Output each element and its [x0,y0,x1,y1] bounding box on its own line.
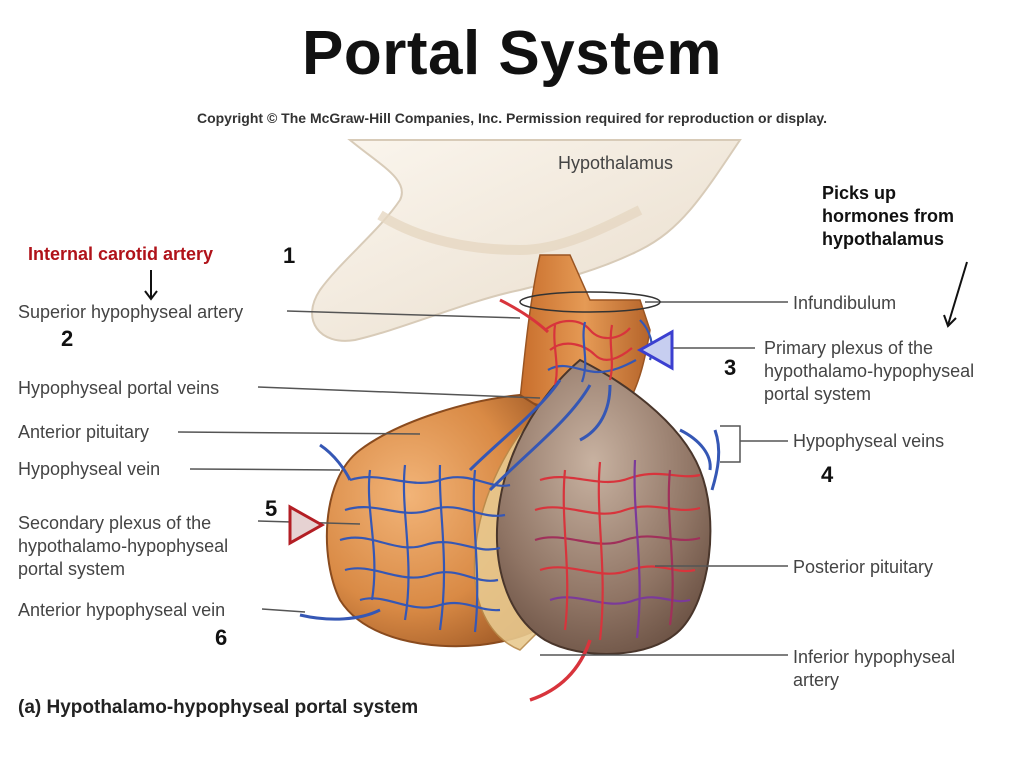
label-secondary-plexus: Secondary plexus of the hypothalamo-hypo… [18,513,229,579]
leader-lines [177,301,788,656]
label-posterior-pituitary: Posterior pituitary [793,557,934,577]
label-anterior-pituitary: Anterior pituitary [18,422,150,442]
hypothalamus-tissue [311,139,742,342]
label-inferior-hypophyseal-artery: Inferior hypophyseal artery [793,647,956,690]
secondary-plexus-marker [288,504,326,546]
label-hypophyseal-portal-veins: Hypophyseal portal veins [18,378,220,398]
label-anterior-hypophyseal-vein: Anterior hypophyseal vein [18,600,226,620]
number-2: 2 [61,326,74,351]
primary-plexus-marker [636,329,674,371]
number-5: 5 [265,496,278,521]
label-hypothalamus: Hypothalamus [558,153,674,173]
label-hypophyseal-veins: Hypophyseal veins [793,431,945,451]
infundibulum-outline [519,291,661,313]
number-3: 3 [724,355,737,380]
label-hypophyseal-vein: Hypophyseal vein [18,459,161,479]
number-4: 4 [821,462,834,487]
label-internal-carotid-artery: Internal carotid artery [28,244,214,264]
label-infundibulum: Infundibulum [793,293,897,313]
copyright-notice: Copyright © The McGraw-Hill Companies, I… [196,110,828,126]
arrow-icon [144,261,968,328]
secondary-plexus [299,443,511,633]
primary-plexus [499,298,654,386]
label-picks-up-hormones: Picks up hormones from hypothalamus [822,183,955,249]
figure-caption: (a) Hypothalamo-hypophyseal portal syste… [18,697,419,718]
label-primary-plexus: Primary plexus of the hypothalamo-hypoph… [764,338,975,404]
page-title: Portal System [301,19,722,88]
label-superior-hypophyseal-artery: Superior hypophyseal artery [18,302,244,322]
posterior-capillaries [529,428,721,702]
number-6: 6 [215,625,228,650]
portal-veins [468,379,612,492]
number-1: 1 [283,243,296,268]
